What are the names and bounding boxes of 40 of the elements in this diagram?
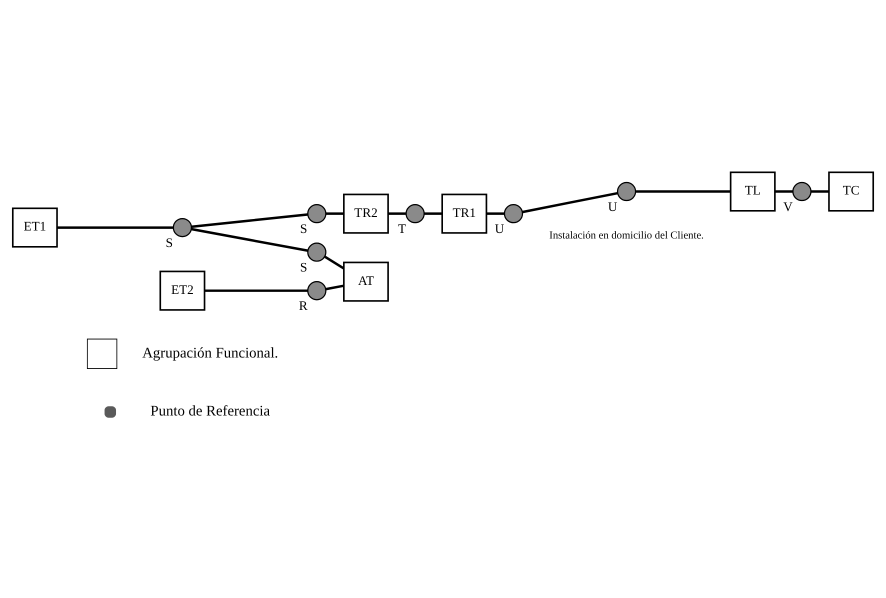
node-box: ET2 xyxy=(159,270,206,310)
connector xyxy=(388,212,406,214)
node-label: U xyxy=(494,220,504,236)
node-label: S xyxy=(300,259,308,274)
node-circle xyxy=(406,204,425,223)
connector xyxy=(324,255,344,269)
connector xyxy=(204,288,308,292)
connector xyxy=(326,284,344,290)
connector xyxy=(424,212,442,214)
node-label: S xyxy=(166,234,173,250)
node-label: T xyxy=(398,220,406,236)
connector xyxy=(486,212,504,214)
connector xyxy=(191,212,308,228)
node-label: R xyxy=(298,298,308,313)
node-label: S xyxy=(300,220,308,236)
connector xyxy=(522,191,618,213)
node-circle xyxy=(792,181,812,201)
node-box: TL xyxy=(730,170,776,212)
node-circle xyxy=(616,181,636,201)
legend-label: Agrupación Funcional. xyxy=(142,344,278,361)
node-box: TR2 xyxy=(343,193,389,234)
connector xyxy=(191,227,308,252)
connector xyxy=(811,190,829,192)
node-label: U xyxy=(608,198,618,214)
connector xyxy=(775,190,793,192)
node-label: V xyxy=(783,198,793,214)
node-box: AT xyxy=(343,261,389,302)
connector xyxy=(636,190,730,192)
node-box: TC xyxy=(828,170,874,212)
label: Instalación en domicilio del Cliente. xyxy=(549,230,704,242)
node-circle xyxy=(172,217,192,237)
node-box: TR1 xyxy=(441,193,488,234)
connector xyxy=(57,226,174,228)
node-box: ET1 xyxy=(12,207,58,248)
connector xyxy=(326,212,344,214)
node-circle xyxy=(307,242,326,262)
node-circle xyxy=(307,280,326,300)
node-circle xyxy=(307,204,326,223)
node-circle xyxy=(504,204,524,223)
legend-label: Punto de Referencia xyxy=(150,403,270,420)
